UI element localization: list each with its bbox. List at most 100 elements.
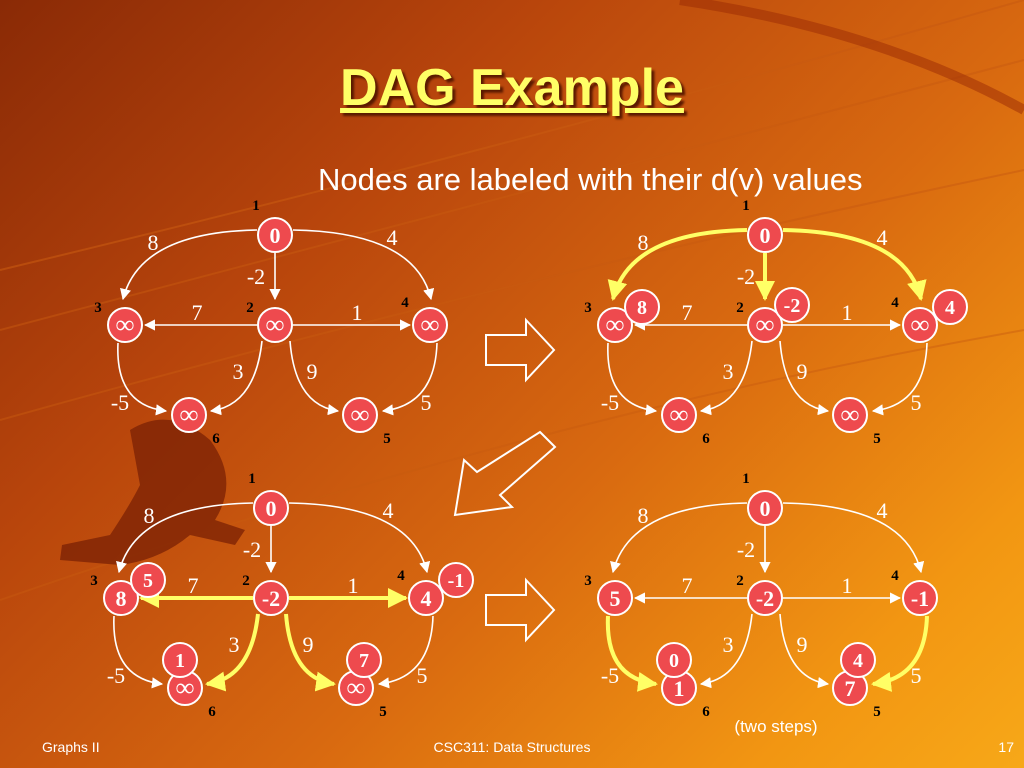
slide-title: DAG Example xyxy=(340,59,684,117)
edge-weight-1-2: -2 xyxy=(243,537,261,562)
node-value-5: ∞ xyxy=(841,400,860,429)
node-id-3: 3 xyxy=(584,573,592,589)
node-id-6: 6 xyxy=(212,431,220,447)
edge-weight-1-3: 8 xyxy=(638,230,649,255)
node-id-3: 3 xyxy=(94,300,102,316)
edge-1-4 xyxy=(782,228,927,301)
node-3: ∞3 xyxy=(94,300,143,343)
node-badge-2: -2 xyxy=(774,287,810,323)
footer-page-number: 17 xyxy=(998,739,1014,755)
node-id-1: 1 xyxy=(248,471,256,487)
edge-4-5 xyxy=(871,342,928,416)
node-id-1: 1 xyxy=(742,471,750,487)
node-2: ∞2 xyxy=(736,300,783,343)
edge-3-6 xyxy=(607,342,658,416)
node-5: ∞5 xyxy=(338,670,387,720)
edge-1-4 xyxy=(288,502,431,574)
badge-value-2: -2 xyxy=(784,295,801,317)
node-value-2: -2 xyxy=(756,586,774,611)
node-3: 83 xyxy=(90,573,139,616)
node-id-2: 2 xyxy=(736,300,744,316)
node-badge-3: 8 xyxy=(624,289,660,325)
node-6: ∞6 xyxy=(171,397,220,447)
node-value-6: ∞ xyxy=(670,400,689,429)
edge-weight-2-3: 7 xyxy=(682,300,693,325)
edge-3-6 xyxy=(605,615,658,692)
edge-weight-2-5: 9 xyxy=(797,632,808,657)
edge-weight-2-6: 3 xyxy=(229,632,240,657)
node-id-4: 4 xyxy=(397,568,405,584)
edge-4-5 xyxy=(381,342,438,416)
node-badge-3: 5 xyxy=(130,562,166,598)
badge-value-3: 5 xyxy=(143,570,153,592)
edge-weight-2-5: 9 xyxy=(307,359,318,384)
node-4: -14 xyxy=(891,568,938,616)
node-id-6: 6 xyxy=(208,704,216,720)
edge-weight-4-5: 5 xyxy=(911,663,922,688)
edge-2-6 xyxy=(209,340,263,416)
edge-4-5 xyxy=(871,615,929,692)
edge-weight-2-5: 9 xyxy=(797,359,808,384)
edge-2-6 xyxy=(699,340,753,416)
edge-2-5 xyxy=(779,613,830,689)
node-id-5: 5 xyxy=(873,431,881,447)
badge-value-4: -1 xyxy=(448,570,465,592)
footer-center: CSC311: Data Structures xyxy=(433,739,591,755)
node-1: 01 xyxy=(252,198,293,253)
node-value-5: ∞ xyxy=(351,400,370,429)
edge-3-6 xyxy=(117,342,168,416)
node-6: ∞6 xyxy=(167,670,216,720)
node-id-5: 5 xyxy=(379,704,387,720)
edge-weight-2-4: 1 xyxy=(842,300,853,325)
node-1: 01 xyxy=(742,471,783,526)
badge-value-6: 0 xyxy=(669,650,679,672)
node-2: ∞2 xyxy=(246,300,293,343)
node-6: 16 xyxy=(661,670,710,720)
edge-weight-2-4: 1 xyxy=(348,573,359,598)
edge-2-5 xyxy=(284,613,336,692)
step-arrows xyxy=(453,317,557,643)
node-id-2: 2 xyxy=(242,573,250,589)
edge-weight-3-6: -5 xyxy=(601,390,619,415)
node-id-2: 2 xyxy=(736,573,744,589)
node-id-4: 4 xyxy=(891,568,899,584)
edge-4-5 xyxy=(377,615,434,689)
node-1: 01 xyxy=(248,471,289,526)
edge-weight-1-3: 8 xyxy=(148,230,159,255)
node-value-6: ∞ xyxy=(176,673,195,702)
node-value-3: ∞ xyxy=(116,310,135,339)
edge-2-6 xyxy=(699,613,753,689)
edge-weight-2-3: 7 xyxy=(682,573,693,598)
edge-weight-2-3: 7 xyxy=(188,573,199,598)
node-value-1: 0 xyxy=(266,496,277,521)
edge-weight-1-2: -2 xyxy=(737,264,755,289)
edge-1-4 xyxy=(782,502,925,574)
node-value-2: ∞ xyxy=(266,310,285,339)
node-value-3: 5 xyxy=(610,586,621,611)
node-value-2: -2 xyxy=(262,586,280,611)
node-5: ∞5 xyxy=(832,397,881,447)
edge-weight-3-6: -5 xyxy=(107,663,125,688)
badge-value-4: 4 xyxy=(945,297,955,319)
edge-weight-1-2: -2 xyxy=(247,264,265,289)
edge-weight-2-6: 3 xyxy=(233,359,244,384)
node-2: -2 2 xyxy=(736,573,783,616)
edge-weight-4-5: 5 xyxy=(417,663,428,688)
node-id-2: 2 xyxy=(246,300,254,316)
step-arrow-right xyxy=(485,577,556,643)
node-value-1: 0 xyxy=(270,223,281,248)
edge-2-5 xyxy=(289,340,340,416)
edge-weight-1-3: 8 xyxy=(638,503,649,528)
edge-weight-2-5: 9 xyxy=(303,632,314,657)
slide-subtitle: Nodes are labeled with their d(v) values xyxy=(318,162,863,197)
node-5: 75 xyxy=(832,670,881,720)
edge-1-3 xyxy=(607,228,748,301)
panel-note: (two steps) xyxy=(734,717,817,736)
edge-2-5 xyxy=(779,340,830,416)
node-value-1: 0 xyxy=(760,496,771,521)
edge-weight-4-5: 5 xyxy=(911,390,922,415)
